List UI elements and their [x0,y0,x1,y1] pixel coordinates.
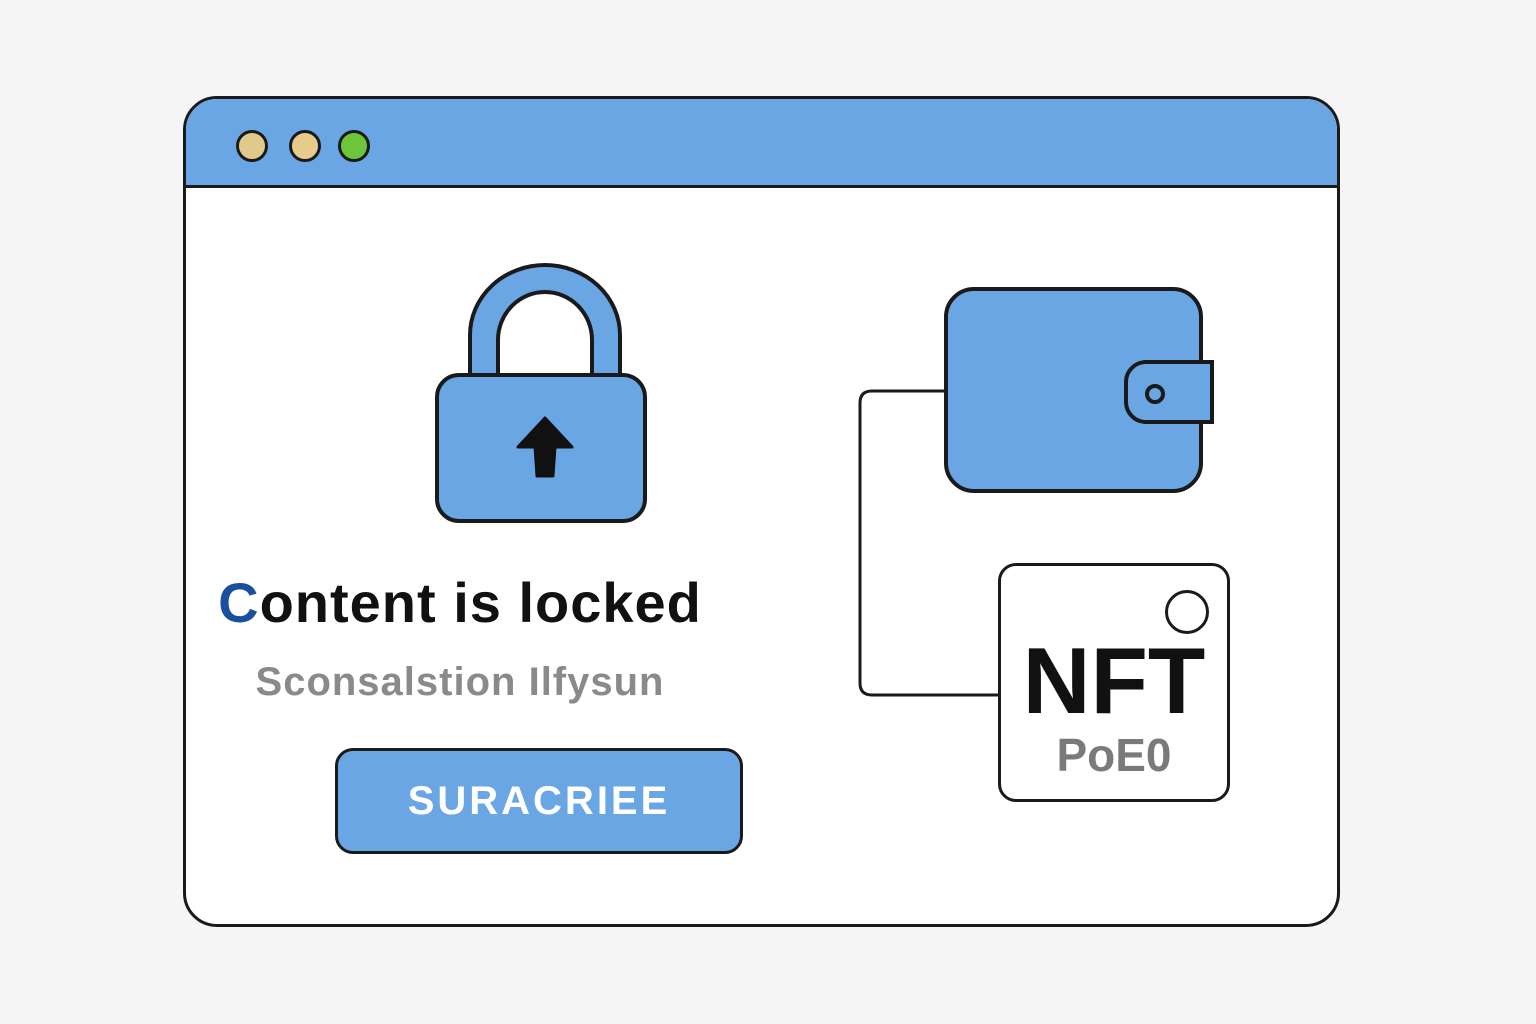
title-bar [186,99,1337,188]
locked-title: Content is locked [100,570,820,635]
connector-line [858,389,998,697]
window-control-dot[interactable] [289,130,321,162]
arrow-up-icon [516,416,574,478]
circle-icon [1165,590,1209,634]
nft-card[interactable]: NFT PoE0 [998,563,1230,802]
nft-subtitle: PoE0 [1056,729,1172,781]
locked-subtitle: Sconsalstion Ilfysun [255,660,665,704]
lock-icon [435,263,647,523]
subscribe-button[interactable]: SURACRIEE [335,748,743,854]
window-control-dot[interactable] [338,130,370,162]
title-rest: ontent is locked [259,571,702,634]
window-control-dot[interactable] [236,130,268,162]
wallet-icon [944,287,1214,493]
title-first-letter: C [218,571,260,634]
nft-title: NFT [1022,628,1206,733]
